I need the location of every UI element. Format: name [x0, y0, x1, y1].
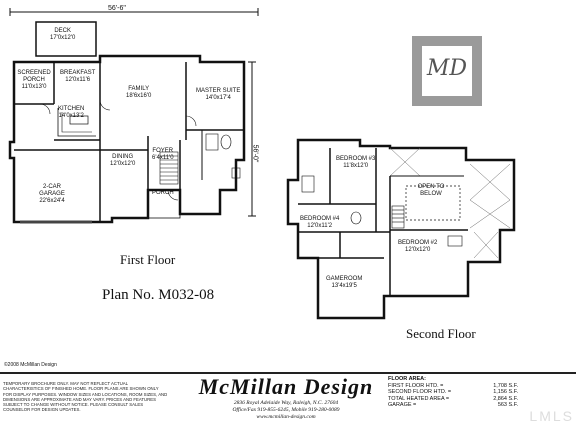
- floor-area-row: GARAGE = 563 S.F.: [388, 402, 518, 409]
- room-size: 11'8x12'0: [343, 163, 369, 169]
- brand-website: www.mcmillan-design.com: [256, 414, 316, 420]
- room-dining: DINING 12'0x12'0: [110, 154, 135, 168]
- room-name: KITCHEN: [58, 106, 85, 112]
- width-dimension: 56'-6": [108, 5, 126, 12]
- room-kitchen: KITCHEN 14'0x13'2: [58, 106, 84, 120]
- room-size: 18'6x16'0: [126, 93, 152, 99]
- floor-area-row: FIRST FLOOR HTD. = 1,708 S.F.: [388, 383, 518, 390]
- disclaimer-text: Temporary brochure only. May not reflect…: [3, 381, 168, 413]
- room-size: 14'0x17'4: [205, 95, 231, 101]
- room-name: BEDROOM #2: [398, 240, 438, 246]
- depth-dimension: 56'-0": [251, 144, 259, 163]
- first-floor-caption: First Floor: [120, 252, 176, 267]
- area-label: TOTAL HEATED AREA =: [388, 395, 450, 402]
- deck-outline: [35, 21, 97, 57]
- room-foyer: FOYER 6'4x11'0: [152, 148, 174, 162]
- mls-watermark: LMLS: [529, 408, 574, 424]
- room-size: 12'0x12'0: [110, 161, 136, 167]
- area-label: GARAGE =: [388, 402, 417, 409]
- room-bedroom-4: BEDROOM #4 12'0x11'2: [300, 216, 339, 230]
- floor-area-row: TOTAL HEATED AREA = 2,864 S.F.: [388, 396, 518, 403]
- room-size: 12'0x11'2: [307, 223, 333, 229]
- room-deck: DECK 17'0x12'0: [50, 28, 75, 42]
- floor-area-table: FLOOR AREA: FIRST FLOOR HTD. = 1,708 S.F.…: [388, 376, 518, 409]
- room-size: 13'4x19'5: [331, 283, 357, 289]
- brand-phone: Office/Fax 919-855-6245, Mobile 919-280-…: [232, 407, 340, 413]
- room-screened-porch: SCREENED PORCH 11'0x13'0: [14, 70, 54, 91]
- room-name: BREAKFAST: [60, 70, 96, 76]
- title-block: [0, 372, 576, 434]
- copyright: ©2008 McMillan Design: [4, 362, 57, 368]
- room-name: OPEN TO BELOW: [417, 184, 445, 197]
- room-bedroom-3: BEDROOM #3 11'8x12'0: [336, 156, 375, 170]
- floor-area-row: SECOND FLOOR HTD. = 1,156 S.F.: [388, 389, 518, 396]
- room-master-suite: MASTER SUITE 14'0x17'4: [196, 88, 240, 102]
- room-breakfast: BREAKFAST 12'0x11'6: [60, 70, 95, 84]
- plan-number: Plan No. M032-08: [102, 287, 215, 303]
- room-name: BEDROOM #3: [336, 156, 376, 162]
- room-name: DINING: [112, 154, 134, 160]
- md-logo: MD: [412, 36, 482, 106]
- room-family: FAMILY 18'6x16'0: [126, 86, 151, 100]
- room-bedroom-2: BEDROOM #2 12'0x12'0: [398, 240, 437, 254]
- brand-address: 2836 Royal Adelaide Way, Raleigh, N.C. 2…: [233, 400, 339, 406]
- room-size: 11'0x13'0: [21, 84, 47, 90]
- room-size: 6'4x11'0: [152, 155, 174, 161]
- room-size: 17'0x12'0: [50, 35, 76, 41]
- logo-letters: MD: [426, 56, 468, 81]
- room-name: DECK: [54, 28, 71, 34]
- floor-area-title: FLOOR AREA:: [388, 376, 426, 382]
- brand-name: McMillan Design: [198, 374, 374, 399]
- room-size: 12'0x12'0: [405, 247, 431, 253]
- room-name: 2-CAR GARAGE: [39, 184, 65, 197]
- room-size: 12'0x11'6: [65, 77, 91, 83]
- room-size: 22'6x24'4: [39, 198, 65, 204]
- room-porch: PORCH: [152, 190, 174, 197]
- room-name: MASTER SUITE: [196, 88, 241, 94]
- room-name: GAMEROOM: [326, 276, 363, 282]
- area-value: 563 S.F.: [497, 402, 518, 409]
- room-name: FAMILY: [128, 86, 150, 92]
- room-name: PORCH: [152, 190, 174, 196]
- area-value: 1,156 S.F.: [493, 389, 518, 396]
- second-floor-caption: Second Floor: [406, 326, 476, 341]
- room-open-below: OPEN TO BELOW: [414, 184, 448, 198]
- room-name: BEDROOM #4: [300, 216, 340, 222]
- brand-block: McMillan Design 2836 Royal Adelaide Way,…: [191, 374, 381, 421]
- area-label: SECOND FLOOR HTD. =: [388, 389, 452, 396]
- room-name: SCREENED PORCH: [17, 70, 51, 83]
- room-name: FOYER: [152, 148, 174, 154]
- area-label: FIRST FLOOR HTD. =: [388, 382, 444, 389]
- area-value: 2,864 S.F.: [493, 395, 518, 402]
- room-size: 14'0x13'2: [58, 113, 84, 119]
- logo-frame: MD: [422, 46, 472, 96]
- room-gameroom: GAMEROOM 13'4x19'5: [326, 276, 362, 290]
- second-floor-outline: [286, 138, 516, 320]
- area-value: 1,708 S.F.: [493, 382, 518, 389]
- room-garage: 2-CAR GARAGE 22'6x24'4: [38, 184, 66, 205]
